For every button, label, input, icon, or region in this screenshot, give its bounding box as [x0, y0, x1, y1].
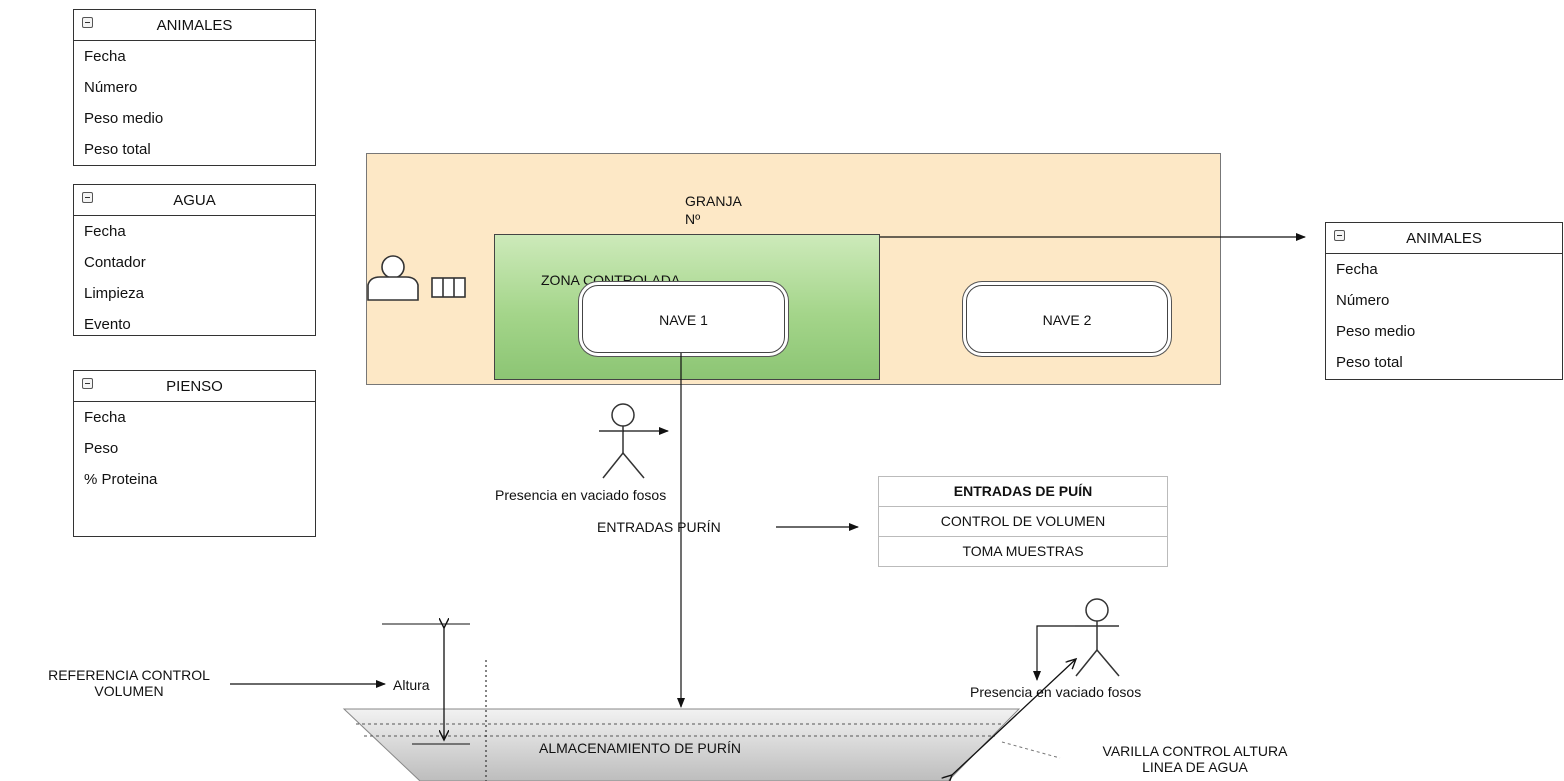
- field-row: Contador: [84, 254, 146, 271]
- stick-figure-icon: [599, 403, 645, 479]
- door-icon: [431, 277, 466, 298]
- varilla-label: VARILLA CONTROL ALTURA LINEA DE AGUA: [1080, 743, 1310, 775]
- field-row: Evento: [84, 316, 131, 333]
- field-row: Peso medio: [84, 110, 164, 127]
- storage-tank: [342, 708, 1021, 781]
- field-row: Fecha: [84, 409, 126, 426]
- entradas-table: ENTRADAS DE PUÍN CONTROL DE VOLUMEN TOMA…: [878, 476, 1168, 567]
- field-row: Número: [84, 79, 138, 96]
- entity-title: AGUA: [173, 192, 216, 209]
- table-row: CONTROL DE VOLUMEN: [879, 506, 1167, 536]
- entity-header: ANIMALES: [1326, 223, 1562, 254]
- entity-title: ANIMALES: [156, 17, 233, 34]
- field-row: Peso medio: [1336, 323, 1416, 340]
- field-row: Limpieza: [84, 285, 145, 302]
- entity-animales-right: ANIMALES Fecha Número Peso medio Peso to…: [1325, 222, 1563, 380]
- collapse-icon[interactable]: [1334, 230, 1345, 241]
- collapse-icon[interactable]: [82, 192, 93, 203]
- presence-bracket: [1033, 625, 1075, 681]
- nave-label: NAVE 1: [659, 312, 708, 328]
- farm-number-label: Nº: [685, 211, 701, 227]
- varilla-line-2: LINEA DE AGUA: [1142, 759, 1248, 775]
- entity-header: ANIMALES: [74, 10, 315, 41]
- referencia-line-1: REFERENCIA CONTROL: [48, 667, 210, 683]
- user-icon: [367, 255, 419, 301]
- entity-animales-left: ANIMALES Fecha Número Peso medio Peso to…: [73, 9, 316, 166]
- entity-title: ANIMALES: [1406, 230, 1482, 247]
- farm-title: GRANJA: [685, 193, 742, 209]
- altura-label: Altura: [391, 677, 432, 693]
- nave-2[interactable]: NAVE 2: [966, 285, 1168, 353]
- field-row: Peso: [84, 440, 119, 457]
- collapse-icon[interactable]: [82, 378, 93, 389]
- field-row: Número: [1336, 292, 1390, 309]
- field-row: % Proteina: [84, 471, 158, 488]
- entradas-purin-label: ENTRADAS PURÍN: [597, 519, 721, 535]
- entity-title: PIENSO: [166, 378, 223, 395]
- zone-label: ZONA CONTROLADA: [541, 272, 681, 288]
- nave-1[interactable]: NAVE 1: [582, 285, 785, 353]
- entity-pienso: PIENSO Fecha Peso % Proteina: [73, 370, 316, 537]
- field-row: Peso total: [1336, 354, 1403, 371]
- field-row: Fecha: [1336, 261, 1378, 278]
- table-row: TOMA MUESTRAS: [879, 536, 1167, 566]
- entity-header: AGUA: [74, 185, 315, 216]
- varilla-line-1: VARILLA CONTROL ALTURA: [1102, 743, 1288, 759]
- presence-label-bottom: Presencia en vaciado fosos: [970, 684, 1142, 700]
- varilla-leader: [1001, 741, 1061, 759]
- field-row: Fecha: [84, 48, 126, 65]
- stick-figure-icon: [1075, 598, 1120, 677]
- referencia-label: REFERENCIA CONTROL VOLUMEN: [8, 667, 250, 699]
- collapse-icon[interactable]: [82, 17, 93, 28]
- entity-header: PIENSO: [74, 371, 315, 402]
- presence-label-top: Presencia en vaciado fosos: [495, 487, 667, 503]
- varilla-rod: [952, 659, 1076, 775]
- storage-label: ALMACENAMIENTO DE PURÍN: [539, 740, 741, 756]
- field-row: Peso total: [84, 141, 151, 158]
- field-row: Fecha: [84, 223, 126, 240]
- nave-label: NAVE 2: [1042, 312, 1092, 328]
- entity-agua: AGUA Fecha Contador Limpieza Evento: [73, 184, 316, 336]
- referencia-line-2: VOLUMEN: [94, 683, 164, 699]
- table-row: ENTRADAS DE PUÍN: [953, 483, 1093, 499]
